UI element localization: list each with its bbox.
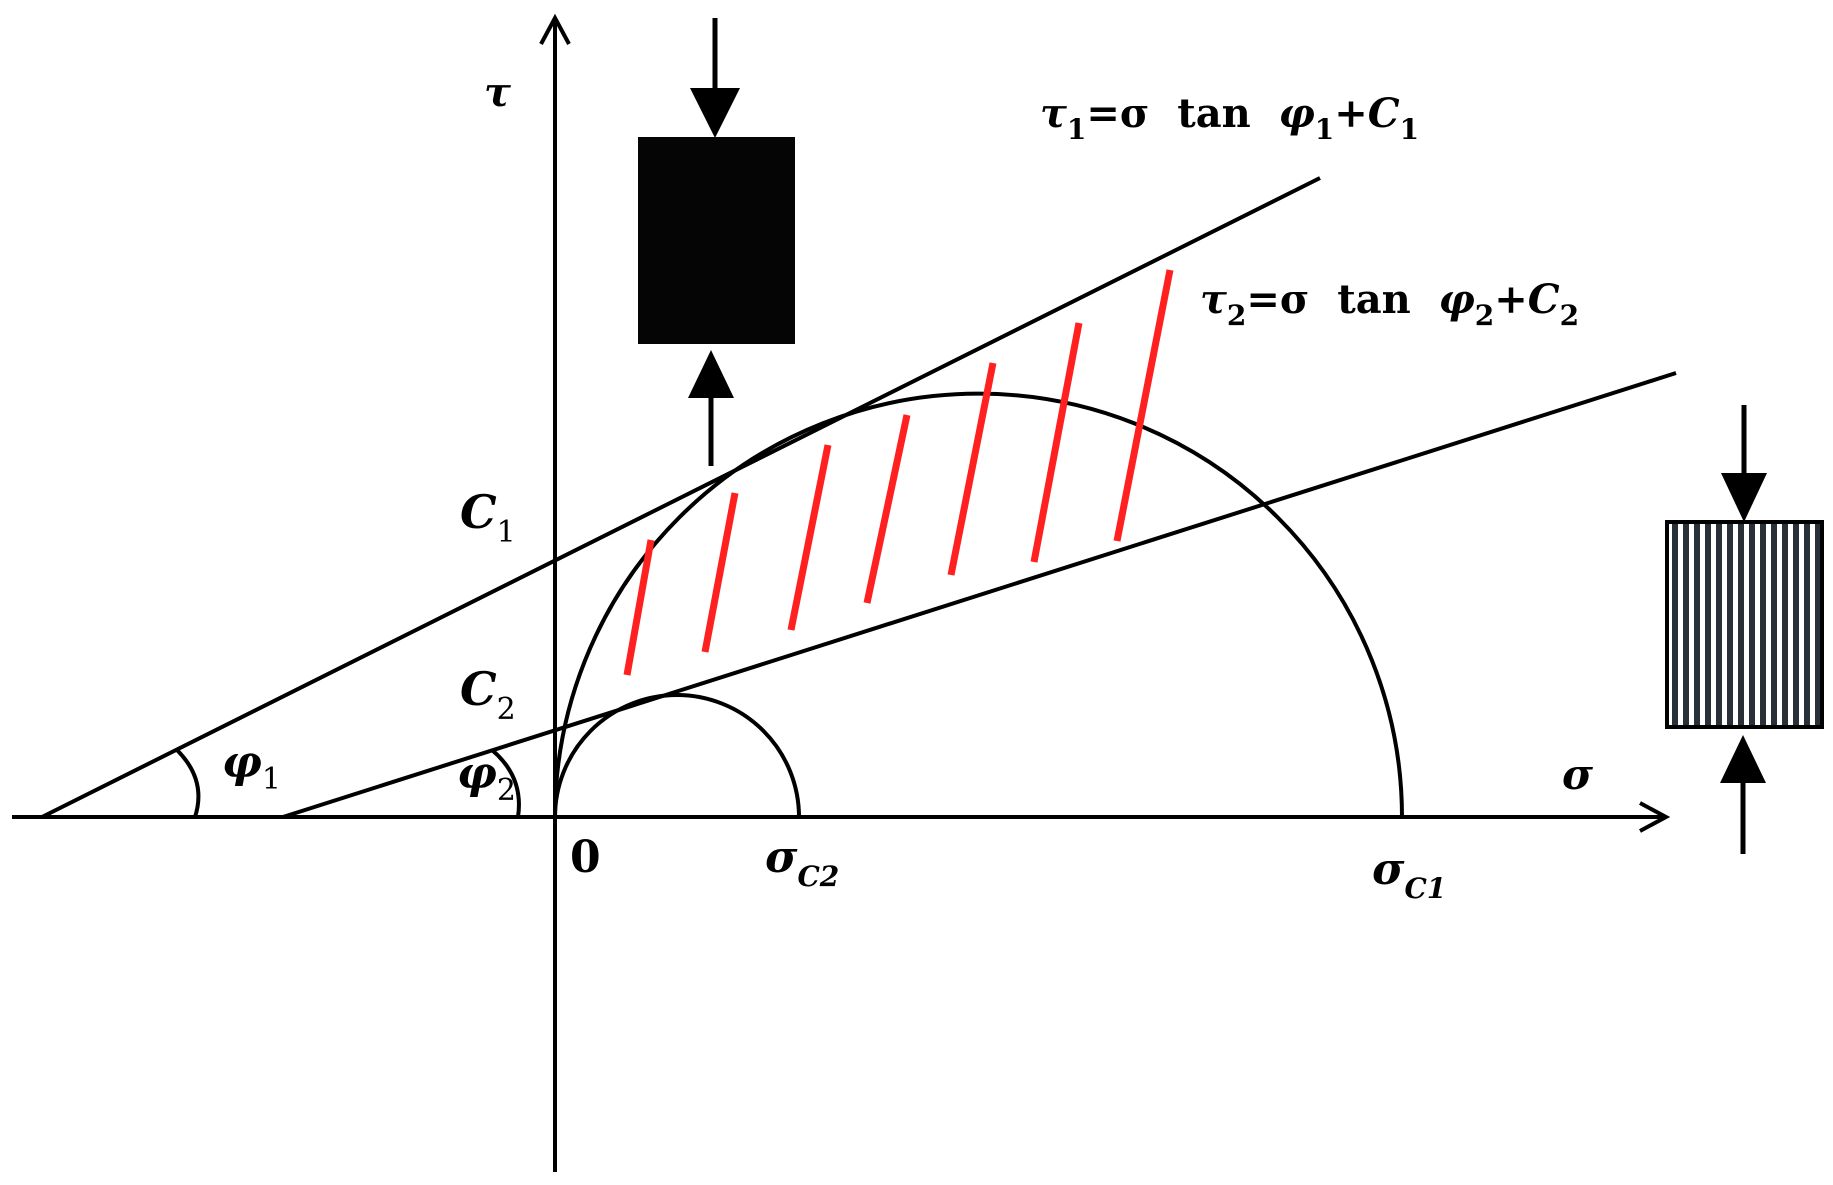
angle-arc-phi2 xyxy=(490,748,521,818)
load-arrow-down-head xyxy=(1721,473,1767,522)
envelope-2-equation: τ2=σ tan φ2+C2 xyxy=(1200,276,1579,332)
mohr-circle-large xyxy=(553,391,1404,818)
angle-phi2-label: φ2 xyxy=(457,748,516,808)
hatch-line xyxy=(701,492,739,653)
hatch-line xyxy=(787,444,832,631)
origin-label: 0 xyxy=(570,832,601,883)
mohr-circle-small xyxy=(553,693,801,818)
hatch-line xyxy=(947,362,997,576)
load-arrow-down-head xyxy=(690,88,740,138)
specimen-striped xyxy=(1665,405,1824,854)
angle-arc-phi1 xyxy=(175,748,201,818)
intercept-c1-label: C1 xyxy=(460,485,516,550)
hatch-line xyxy=(863,414,911,604)
envelope-1-equation: τ1=σ tan φ1+C1 xyxy=(1040,90,1419,146)
intercept-c2-label: C2 xyxy=(460,662,516,727)
specimen-solid-block xyxy=(638,137,795,344)
load-arrow-up-head xyxy=(688,350,734,398)
tau-axis-label: τ xyxy=(484,69,511,116)
sigma-c2-label: σC2 xyxy=(765,832,839,893)
specimen-striped-block xyxy=(1665,520,1824,729)
hatch-line xyxy=(1113,269,1174,542)
hatch-line xyxy=(623,539,655,676)
sigma-axis-arrowhead xyxy=(1639,801,1671,833)
specimen-solid xyxy=(638,18,795,466)
tau-axis-arrowhead xyxy=(539,13,571,45)
hatch-line xyxy=(1030,322,1083,563)
load-arrow-up-head xyxy=(1720,735,1766,783)
envelope-line-1 xyxy=(41,176,1321,819)
sigma-axis-label: σ xyxy=(1562,750,1593,799)
sigma-c1-label: σC1 xyxy=(1372,844,1446,905)
angle-phi1-label: φ1 xyxy=(222,737,281,797)
hatch-region xyxy=(623,269,1174,676)
envelope-line-2 xyxy=(282,371,1677,819)
